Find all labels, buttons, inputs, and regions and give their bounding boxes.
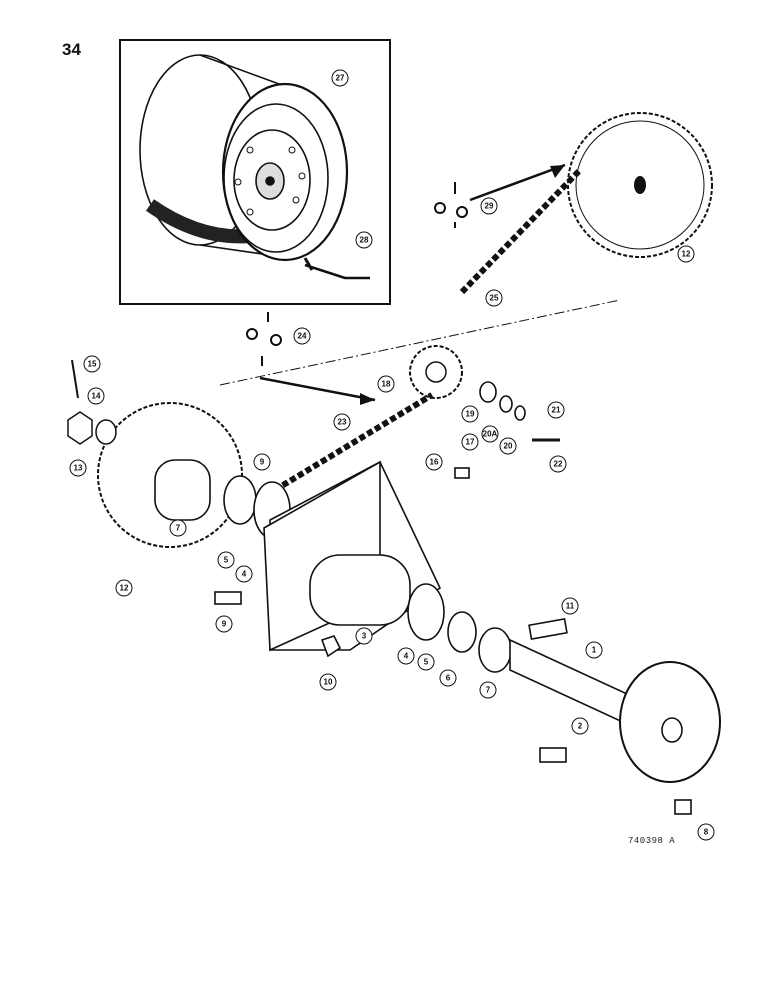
svg-text:11: 11 [566, 602, 575, 611]
svg-text:25: 25 [490, 294, 499, 303]
svg-text:14: 14 [92, 392, 101, 401]
callout: 2 [571, 717, 589, 735]
callout: 8 [697, 823, 715, 841]
arrow-upper-head [550, 165, 565, 178]
callout: 21 [547, 401, 565, 419]
callout: 24 [293, 327, 311, 345]
center-line [219, 299, 621, 386]
svg-text:24: 24 [298, 332, 307, 341]
svg-text:7: 7 [486, 686, 491, 695]
arrow-lower-head [360, 393, 375, 405]
callout: 14 [87, 387, 105, 405]
callout: 4 [235, 565, 253, 583]
callout: 25 [485, 289, 503, 307]
shaft-assembly [154, 381, 721, 815]
callout: 22 [549, 455, 567, 473]
svg-text:9: 9 [260, 458, 265, 467]
callout: 6 [439, 669, 457, 687]
callout: 4 [397, 647, 415, 665]
sprocket-large-upper [567, 112, 713, 258]
svg-text:28: 28 [360, 236, 369, 245]
arrow-lower [259, 376, 376, 402]
svg-text:18: 18 [382, 380, 391, 389]
svg-text:20A: 20A [483, 430, 498, 439]
svg-text:17: 17 [466, 438, 475, 447]
callout: 3 [355, 627, 373, 645]
callout: 19 [461, 405, 479, 423]
svg-text:2: 2 [578, 722, 583, 731]
callout: 9 [215, 615, 233, 633]
callout: 5 [417, 653, 435, 671]
figure-code: 740398 A [628, 836, 676, 846]
svg-text:8: 8 [704, 828, 709, 837]
callout: 15 [83, 355, 101, 373]
callout: 7 [479, 681, 497, 699]
svg-text:10: 10 [324, 678, 333, 687]
callout: 20 [499, 437, 517, 455]
svg-text:22: 22 [554, 460, 563, 469]
callout: 12 [115, 579, 133, 597]
svg-text:4: 4 [242, 570, 247, 579]
svg-text:3: 3 [362, 632, 367, 641]
callout: 27 [331, 69, 349, 87]
callout: 11 [561, 597, 579, 615]
connecting-link-lower [246, 312, 282, 366]
svg-text:4: 4 [404, 652, 409, 661]
svg-text:13: 13 [74, 464, 83, 473]
callout: 9 [253, 453, 271, 471]
page-number: 34 [62, 40, 81, 59]
arrow-upper [469, 163, 566, 202]
svg-text:21: 21 [552, 406, 561, 415]
chain-lower [273, 392, 434, 493]
callout: 29 [480, 197, 498, 215]
svg-text:7: 7 [176, 524, 181, 533]
svg-text:19: 19 [466, 410, 475, 419]
svg-text:29: 29 [485, 202, 494, 211]
callout: 12 [677, 245, 695, 263]
callout: 20A [481, 425, 499, 443]
callout: 18 [377, 375, 395, 393]
svg-text:5: 5 [224, 556, 229, 565]
svg-text:12: 12 [120, 584, 129, 593]
svg-text:1: 1 [592, 646, 597, 655]
callout: 7 [169, 519, 187, 537]
svg-text:20: 20 [504, 442, 513, 451]
svg-text:9: 9 [222, 620, 227, 629]
callout: 28 [355, 231, 373, 249]
chain-upper [459, 167, 583, 295]
svg-text:15: 15 [88, 360, 97, 369]
wheel-inset [119, 39, 391, 305]
svg-text:5: 5 [424, 658, 429, 667]
callout: 17 [461, 433, 479, 451]
svg-text:12: 12 [682, 250, 691, 259]
callout: 16 [425, 453, 443, 471]
nut-washer-set [67, 359, 117, 445]
svg-text:23: 23 [338, 418, 347, 427]
callout: 23 [333, 413, 351, 431]
wheel-rim-drawing [139, 54, 370, 280]
svg-text:6: 6 [446, 674, 451, 683]
sprocket-small [409, 345, 463, 399]
callout: 5 [217, 551, 235, 569]
callout: 10 [319, 673, 337, 691]
svg-text:16: 16 [430, 458, 439, 467]
callout: 1 [585, 641, 603, 659]
connecting-link-upper [434, 182, 468, 228]
svg-text:27: 27 [336, 74, 345, 83]
part-callouts: 27 28 12 29 25 24 18 15 14 13 23 19 20A … [69, 69, 715, 841]
callout: 13 [69, 459, 87, 477]
